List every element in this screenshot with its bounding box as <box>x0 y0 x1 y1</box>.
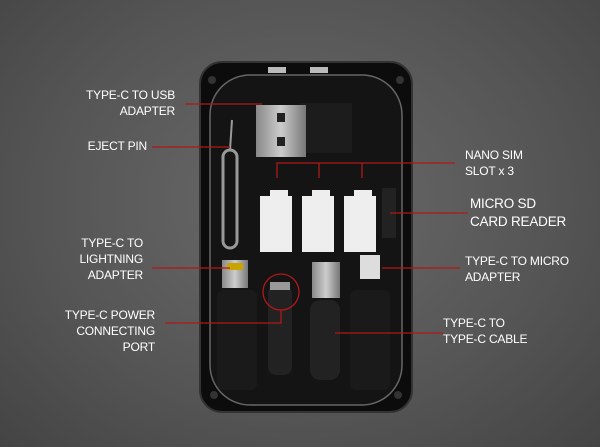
label-line: TYPE-C TO MICRO <box>465 254 569 268</box>
label-line: EJECT PIN <box>87 139 148 153</box>
label-type-c-to-usb-adapter: TYPE-C TO USB ADAPTER <box>86 87 175 119</box>
leader-lines <box>152 103 468 334</box>
label-type-c-to-micro-adapter: TYPE-C TO MICRO ADAPTER <box>465 253 569 285</box>
label-eject-pin: EJECT PIN <box>87 138 148 154</box>
eject-pin <box>221 119 239 250</box>
sim-slots <box>260 188 396 252</box>
label-line: CONNECTING <box>76 324 155 338</box>
label-line: TYPE-C TO <box>81 236 143 250</box>
label-line: ADAPTER <box>87 268 143 282</box>
label-type-c-to-type-c-cable: TYPE-C TO TYPE-C CABLE <box>443 315 527 347</box>
label-line: TYPE-C CABLE <box>443 332 528 346</box>
label-line: LIGHTNING <box>79 252 143 266</box>
label-nano-sim-slot: NANO SIM SLOT x 3 <box>465 147 523 179</box>
label-line: TYPE-C TO <box>443 316 505 330</box>
usb-adapter <box>256 103 352 157</box>
label-type-c-to-lightning-adapter: TYPE-C TO LIGHTNING ADAPTER <box>79 235 143 283</box>
label-line: TYPE-C TO USB <box>86 88 175 102</box>
label-line: CARD READER <box>470 214 567 229</box>
label-line: MICRO SD <box>470 196 536 211</box>
label-line: TYPE-C POWER <box>64 308 155 322</box>
adapters-and-cables <box>217 255 390 390</box>
label-line: ADAPTER <box>119 104 175 118</box>
label-micro-sd-card-reader: MICRO SD CARD READER <box>470 195 566 231</box>
label-type-c-power-connecting-port: TYPE-C POWER CONNECTING PORT <box>65 307 155 355</box>
label-line: ADAPTER <box>465 270 521 284</box>
label-line: NANO SIM <box>465 148 523 162</box>
label-line: SLOT x 3 <box>465 164 514 178</box>
label-line: PORT <box>122 340 156 354</box>
